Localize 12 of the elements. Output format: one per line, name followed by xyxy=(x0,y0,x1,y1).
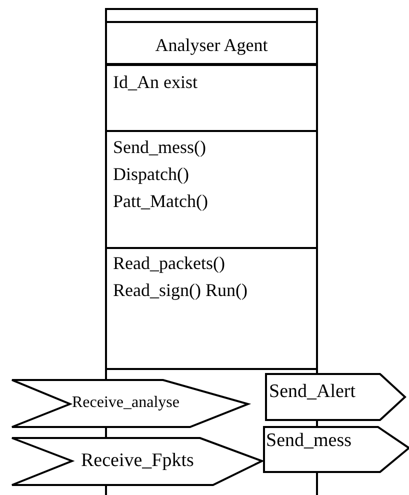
method-list: Read_packets() Read_sign() Run() xyxy=(113,250,283,304)
signal-name: Receive_analyse xyxy=(72,395,180,411)
receive-signal-shape xyxy=(12,380,248,427)
send-signal-shape xyxy=(264,427,409,472)
signal-name: Send_mess xyxy=(266,431,352,450)
method-list: Send_mess() Dispatch() Patt_Match() xyxy=(113,134,283,215)
signal-name: Receive_Fpkts xyxy=(81,451,194,470)
attribute-list: Id_An exist xyxy=(113,69,283,96)
send-signal-shape xyxy=(266,374,405,420)
receive-signal-shape xyxy=(12,438,262,485)
signal-name: Send_Alert xyxy=(269,382,356,401)
class-name: Analyser Agent xyxy=(155,34,268,57)
